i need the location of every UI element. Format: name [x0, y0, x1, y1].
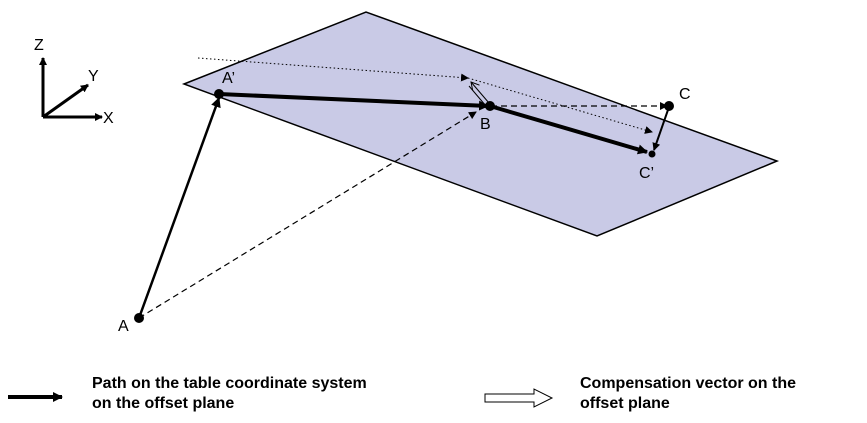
path-arrow-a-prime-b — [218, 92, 489, 111]
path-arrow-c-c-prime — [652, 106, 670, 151]
legend-compensation-label: Compensation vector on the offset plane — [580, 374, 796, 414]
point-label-c-prime: C’ — [639, 165, 654, 182]
compensation-vector-outline — [468, 85, 487, 107]
legend-compensation-arrow-icon — [484, 388, 554, 408]
point-label-a-prime: A’ — [222, 70, 235, 87]
point-a-marker — [134, 313, 144, 323]
legend-path-line1: Path on the table coordinate system — [92, 375, 367, 392]
point-b-marker — [485, 101, 495, 111]
legend-comp-line1: Compensation vector on the — [580, 375, 797, 392]
point-a-prime-marker — [214, 89, 224, 99]
legend-path-line2: on the offset plane — [92, 395, 235, 412]
coordinate-axes-icon — [39, 57, 103, 121]
dotted-ref-line-a-b — [197, 57, 469, 82]
point-label-c: C — [679, 86, 691, 103]
path-arrow-b-c-prime — [489, 104, 648, 155]
point-label-b: B — [480, 116, 491, 133]
point-c-marker — [664, 101, 674, 111]
legend-path-label: Path on the table coordinate system on t… — [92, 374, 367, 414]
axis-label-z: Z — [34, 37, 44, 54]
path-arrow-a-a-prime — [137, 97, 221, 319]
offset-plane — [181, 11, 780, 237]
axis-label-y: Y — [88, 68, 99, 85]
point-c-prime-marker — [648, 150, 656, 158]
dashed-line-a-b — [138, 111, 477, 319]
legend-comp-line2: offset plane — [580, 395, 670, 412]
axis-label-x: X — [103, 110, 114, 127]
compensation-vector — [471, 82, 490, 104]
point-label-a: A — [118, 318, 129, 335]
